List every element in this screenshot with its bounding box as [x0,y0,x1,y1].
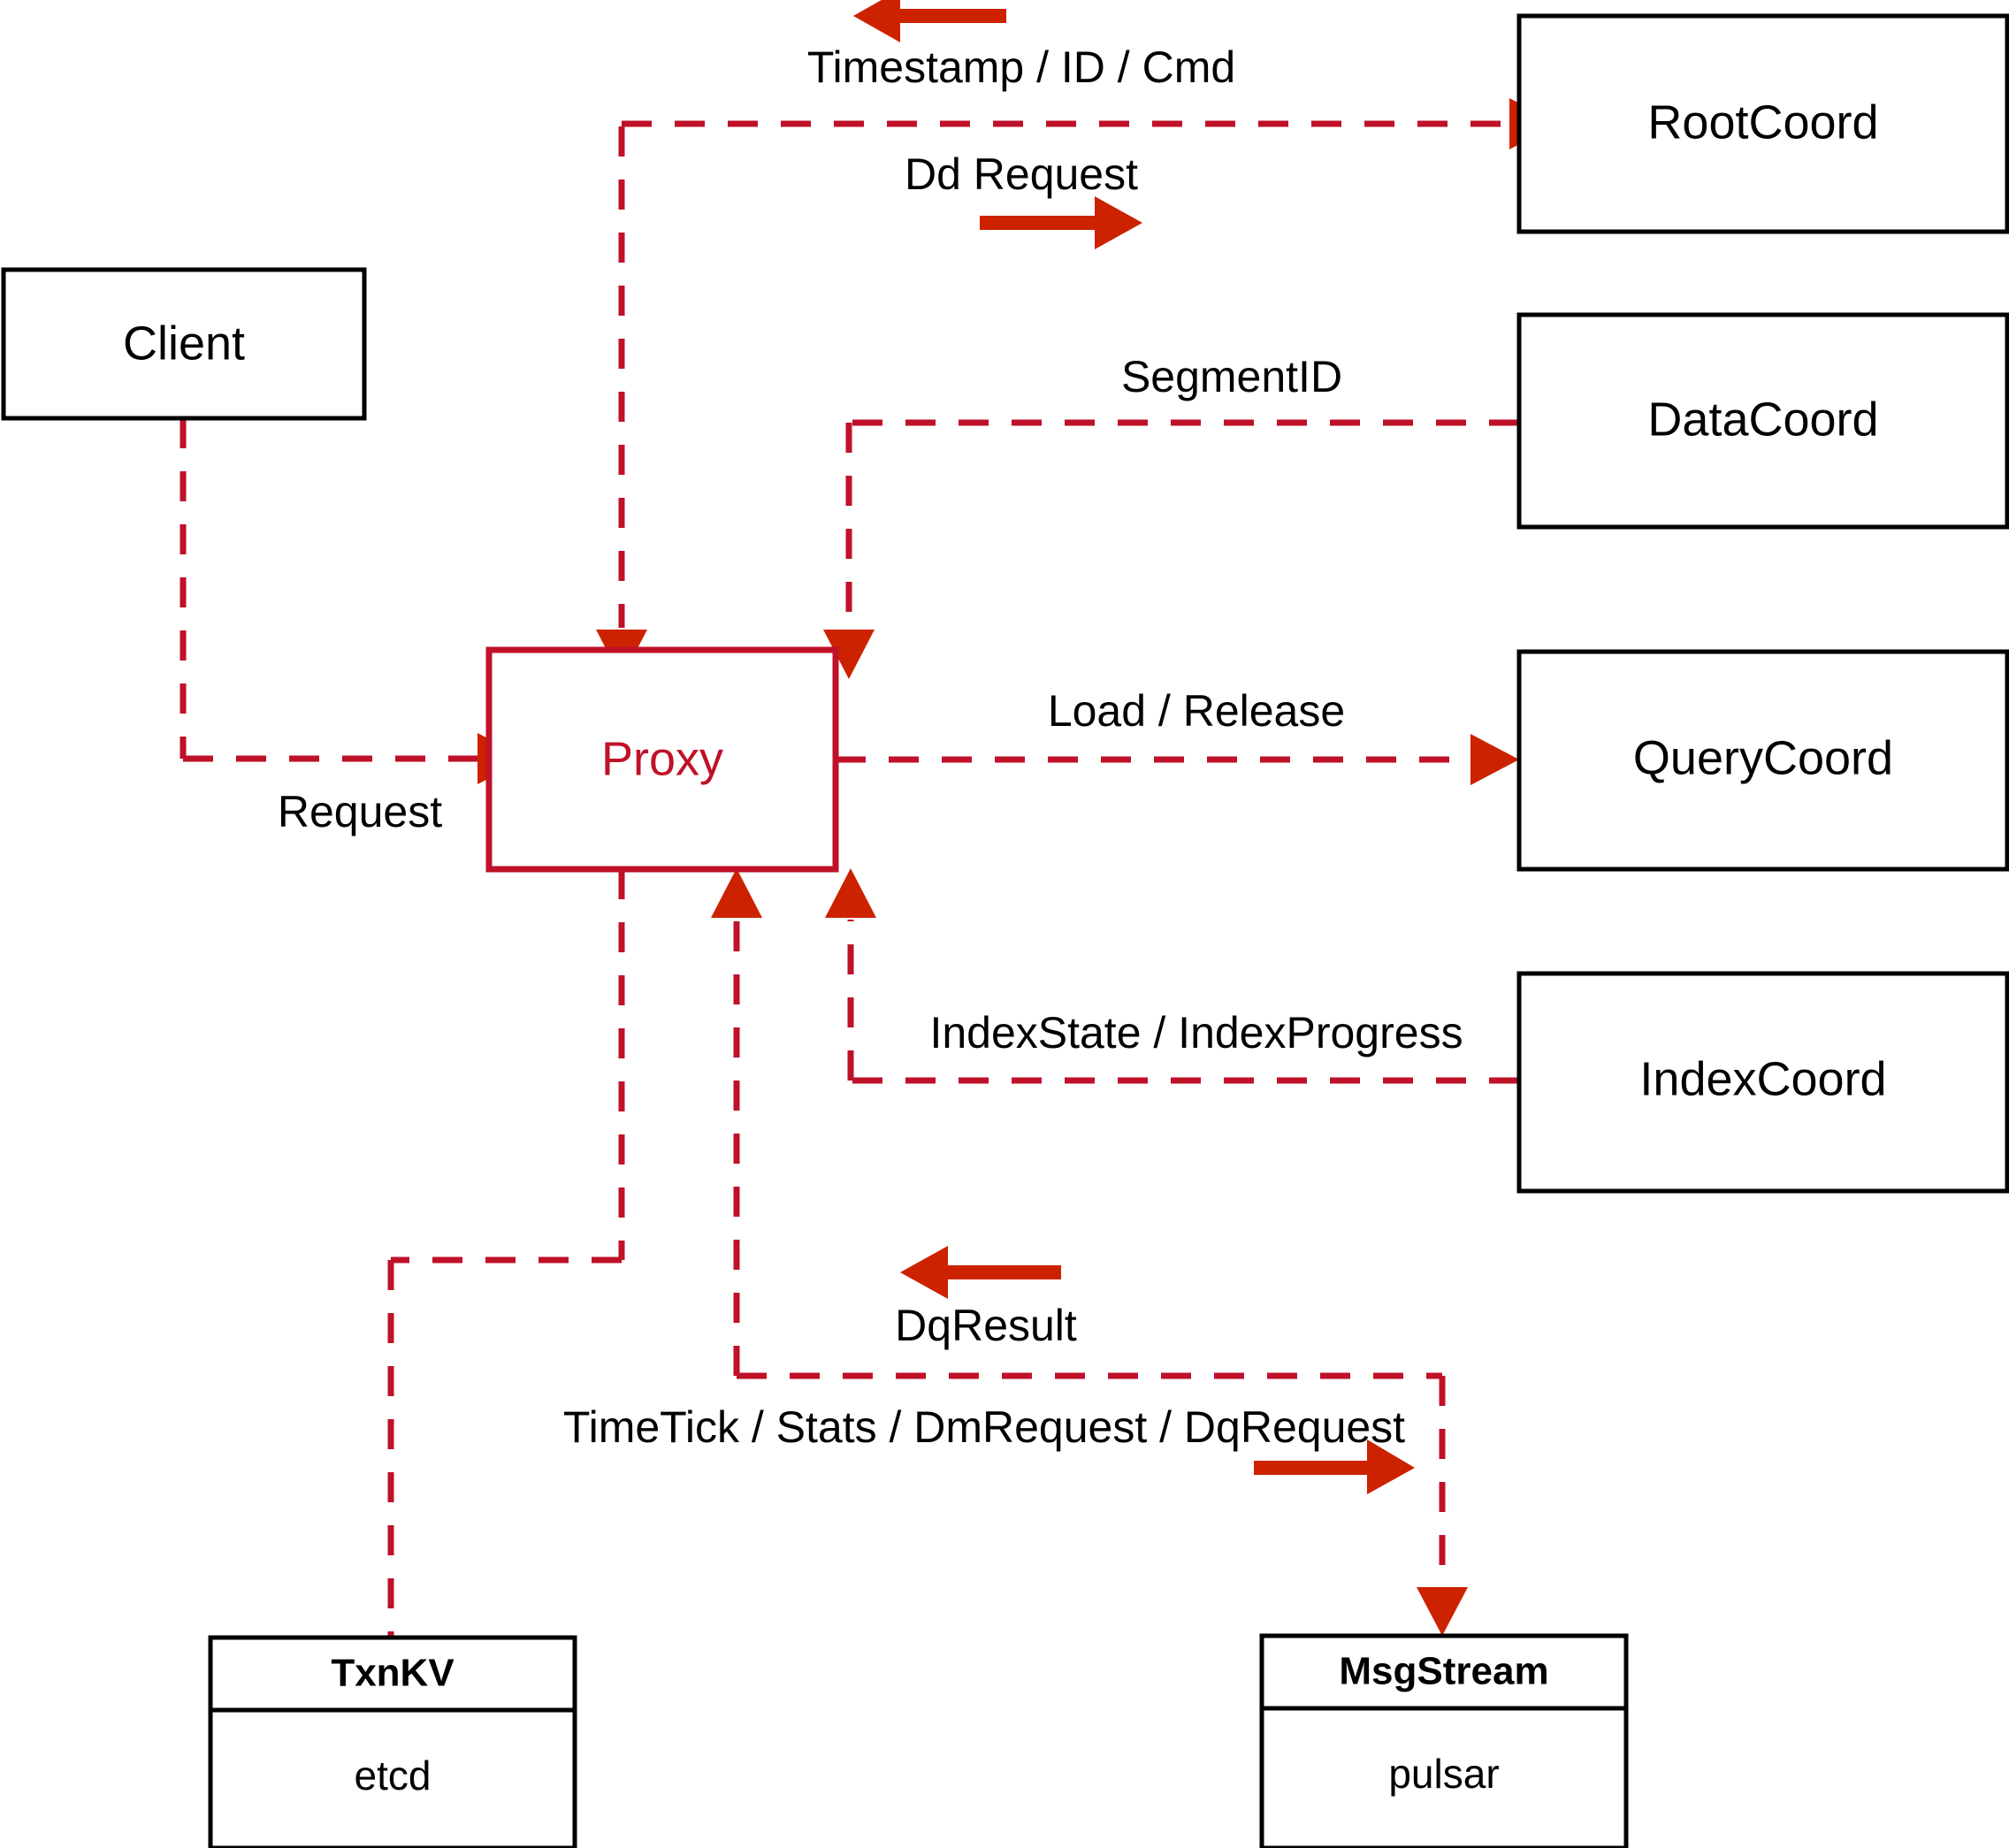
node-txnkv-sublabel: etcd [355,1753,432,1798]
edge-index-state [825,868,1519,1084]
node-rootcoord-label: RootCoord [1647,95,1878,149]
node-client-label: Client [123,317,245,370]
node-querycoord-label: QueryCoord [1633,731,1893,784]
edge-request [180,418,527,784]
direction-arrow-dq-result [900,1246,1061,1299]
node-proxy-label: Proxy [601,732,723,785]
direction-arrow-time-tick [1254,1439,1415,1494]
edge-label-index-state: IndexState / IndexProgress [929,1008,1463,1058]
edge-dq-result [711,868,762,1376]
edge-label-dq-result: DqResult [895,1301,1077,1350]
direction-arrow-timestamp [853,0,1006,42]
node-querycoord[interactable]: QueryCoord [1516,649,2009,872]
node-indexcoord[interactable]: IndexCoord [1516,971,2009,1194]
node-indexcoord-label: IndexCoord [1639,1052,1886,1105]
node-rootcoord[interactable]: RootCoord [1516,13,2009,234]
node-msgstream[interactable]: MsgStream pulsar [1259,1633,1629,1848]
edge-label-segment-id: SegmentID [1121,352,1342,401]
edge-time-tick [737,1372,1468,1636]
edge-label-load-release: Load / Release [1048,686,1345,736]
edge-load-release [836,734,1519,785]
node-datacoord-label: DataCoord [1647,393,1878,446]
edge-label-time-tick: TimeTick / Stats / DmRequest / DqRequest [563,1402,1405,1452]
edge-label-dd-request: Dd Request [905,149,1138,199]
edge-txnkv [387,869,625,1638]
direction-arrow-dd-request [980,196,1142,249]
node-client[interactable]: Client [1,267,367,421]
node-txnkv[interactable]: TxnKV etcd [208,1635,577,1848]
node-proxy[interactable]: Proxy [485,646,839,873]
edge-label-timestamp: Timestamp / ID / Cmd [807,42,1235,92]
node-txnkv-label: TxnKV [331,1652,455,1695]
node-msgstream-sublabel: pulsar [1388,1751,1499,1797]
node-msgstream-label: MsgStream [1339,1650,1548,1693]
edge-label-request: Request [278,787,442,836]
edge-segment-id [823,419,1519,679]
node-datacoord[interactable]: DataCoord [1516,312,2009,530]
